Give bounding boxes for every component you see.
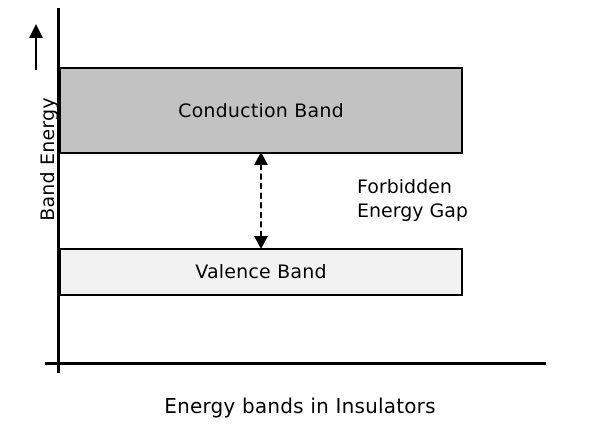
double-headed-dashed-arrow-icon xyxy=(252,152,269,249)
gap-label-line-2: Energy Gap xyxy=(357,200,468,222)
y-axis-line xyxy=(57,8,60,373)
up-arrow-icon xyxy=(28,24,45,70)
valence-band-box: Valence Band xyxy=(59,248,463,296)
forbidden-energy-gap-label: Forbidden Energy Gap xyxy=(357,175,468,223)
up-arrow-shaft xyxy=(35,35,37,70)
arrow-head-down xyxy=(254,236,268,249)
conduction-band-box: Conduction Band xyxy=(59,67,463,154)
y-axis-label: Band Energy xyxy=(37,97,59,221)
conduction-band-label: Conduction Band xyxy=(178,99,344,122)
x-axis-line xyxy=(45,362,546,365)
up-arrow-head xyxy=(29,24,43,38)
arrow-head-up xyxy=(254,152,268,165)
valence-band-label: Valence Band xyxy=(195,261,327,283)
figure-caption: Energy bands in Insulators xyxy=(164,394,436,418)
arrow-dashed-shaft xyxy=(260,164,262,237)
gap-label-line-1: Forbidden xyxy=(357,176,452,198)
